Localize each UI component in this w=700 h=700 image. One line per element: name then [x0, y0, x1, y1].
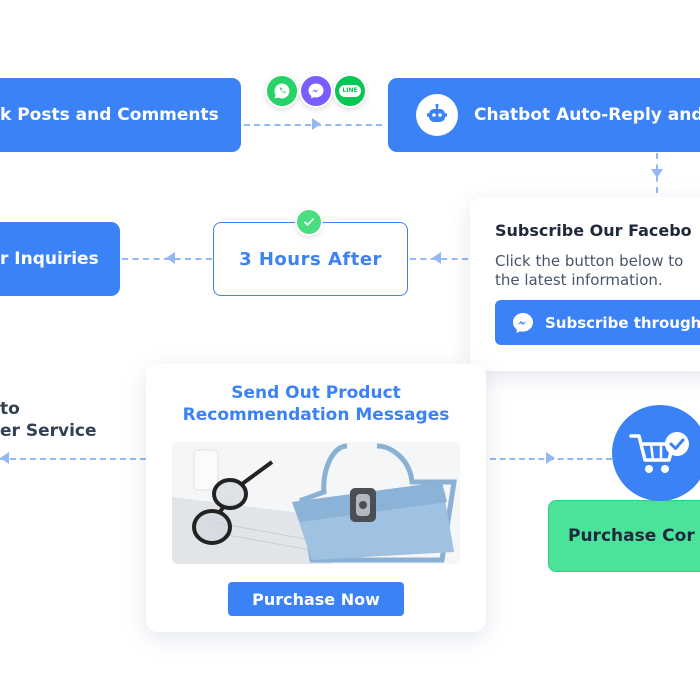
subscribe-card-body-line1: Click the button below to: [495, 252, 684, 270]
node-purchase-complete: Purchase Cor: [548, 500, 700, 572]
purchase-complete-label: Purchase Cor: [568, 526, 695, 546]
node-customer-inquiries: r Inquiries: [0, 222, 120, 296]
purchase-now-button[interactable]: Purchase Now: [228, 582, 404, 616]
transfer-label-line2: er Service: [0, 421, 97, 441]
node-chatbot-auto-reply: Chatbot Auto-Reply and: [388, 78, 700, 152]
product-recommendation-card: Send Out Product Recommendation Messages: [146, 364, 486, 632]
line-icon: LINE: [333, 74, 367, 108]
node-delay-label: 3 Hours After: [239, 248, 382, 270]
arrow-right-icon: [312, 118, 321, 130]
node-inquiries-label: r Inquiries: [0, 249, 99, 269]
subscribe-card-title: Subscribe Our Facebo: [495, 221, 692, 240]
product-card-title: Send Out Product Recommendation Messages: [146, 382, 486, 426]
arrow-left-icon: [432, 252, 441, 264]
product-card-title-line1: Send Out Product: [231, 383, 401, 403]
messenger-icon: [299, 74, 333, 108]
transfer-label-line1: to: [0, 399, 20, 419]
node-transfer-customer-service: to er Service: [0, 398, 97, 442]
arrow-left-icon: [0, 452, 9, 464]
product-card-title-line2: Recommendation Messages: [182, 405, 450, 425]
subscribe-card-body-line2: the latest information.: [495, 271, 663, 289]
check-icon: [295, 208, 323, 236]
node-posts-and-comments: k Posts and Comments: [0, 78, 241, 152]
arrow-left-icon: [166, 252, 175, 264]
arrow-right-icon: [546, 452, 555, 464]
subscribe-button-label: Subscribe through: [545, 313, 700, 332]
node-posts-label: k Posts and Comments: [0, 105, 219, 125]
whatsapp-icon: [265, 74, 299, 108]
product-image: [172, 442, 460, 564]
subscribe-message-card: Subscribe Our Facebo Click the button be…: [470, 197, 700, 371]
shopping-cart-icon: [612, 405, 700, 501]
node-chatbot-label: Chatbot Auto-Reply and: [474, 105, 700, 125]
connector-transfer-to-product: [0, 458, 146, 460]
messenger-icon: [511, 311, 535, 335]
robot-icon: [416, 94, 458, 136]
arrow-down-icon: [651, 169, 663, 178]
purchase-now-label: Purchase Now: [252, 589, 380, 609]
subscribe-through-button[interactable]: Subscribe through: [495, 300, 700, 345]
